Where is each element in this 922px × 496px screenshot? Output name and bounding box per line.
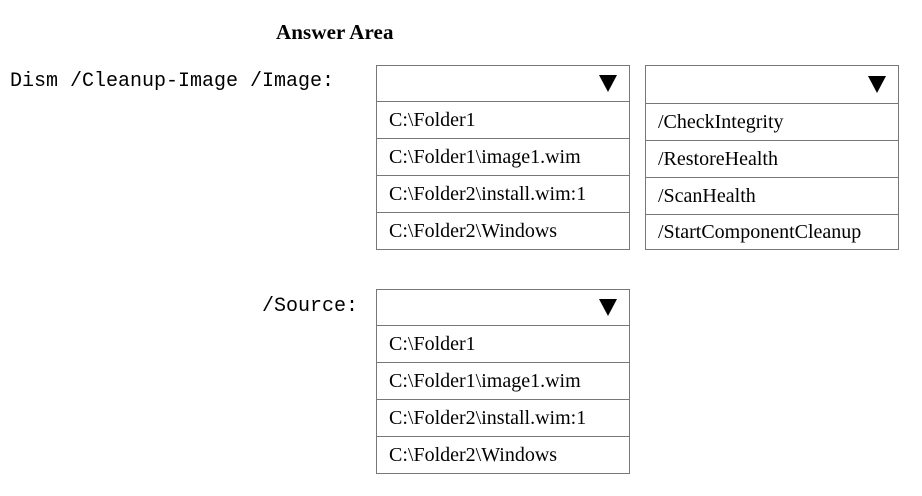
- action-option-1[interactable]: /CheckIntegrity: [645, 103, 899, 141]
- action-dropdown-header[interactable]: [645, 65, 899, 104]
- source-dropdown-header[interactable]: [376, 289, 630, 326]
- source-label: /Source:: [262, 295, 359, 318]
- source-option-2[interactable]: C:\Folder1\image1.wim: [376, 362, 630, 400]
- chevron-down-icon: [599, 75, 617, 92]
- answer-area-title: Answer Area: [276, 20, 394, 44]
- action-option-2[interactable]: /RestoreHealth: [645, 140, 899, 178]
- action-option-4[interactable]: /StartComponentCleanup: [645, 214, 899, 250]
- image-option-2[interactable]: C:\Folder1\image1.wim: [376, 138, 630, 176]
- image-dropdown-header[interactable]: [376, 65, 630, 102]
- image-option-3[interactable]: C:\Folder2\install.wim:1: [376, 175, 630, 213]
- command-label: Dism /Cleanup-Image /Image:: [10, 70, 335, 93]
- image-option-1[interactable]: C:\Folder1: [376, 101, 630, 139]
- source-option-1[interactable]: C:\Folder1: [376, 325, 630, 363]
- action-option-3[interactable]: /ScanHealth: [645, 177, 899, 215]
- chevron-down-icon: [599, 299, 617, 316]
- image-option-4[interactable]: C:\Folder2\Windows: [376, 212, 630, 250]
- source-option-3[interactable]: C:\Folder2\install.wim:1: [376, 399, 630, 437]
- source-option-4[interactable]: C:\Folder2\Windows: [376, 436, 630, 474]
- chevron-down-icon: [868, 76, 886, 93]
